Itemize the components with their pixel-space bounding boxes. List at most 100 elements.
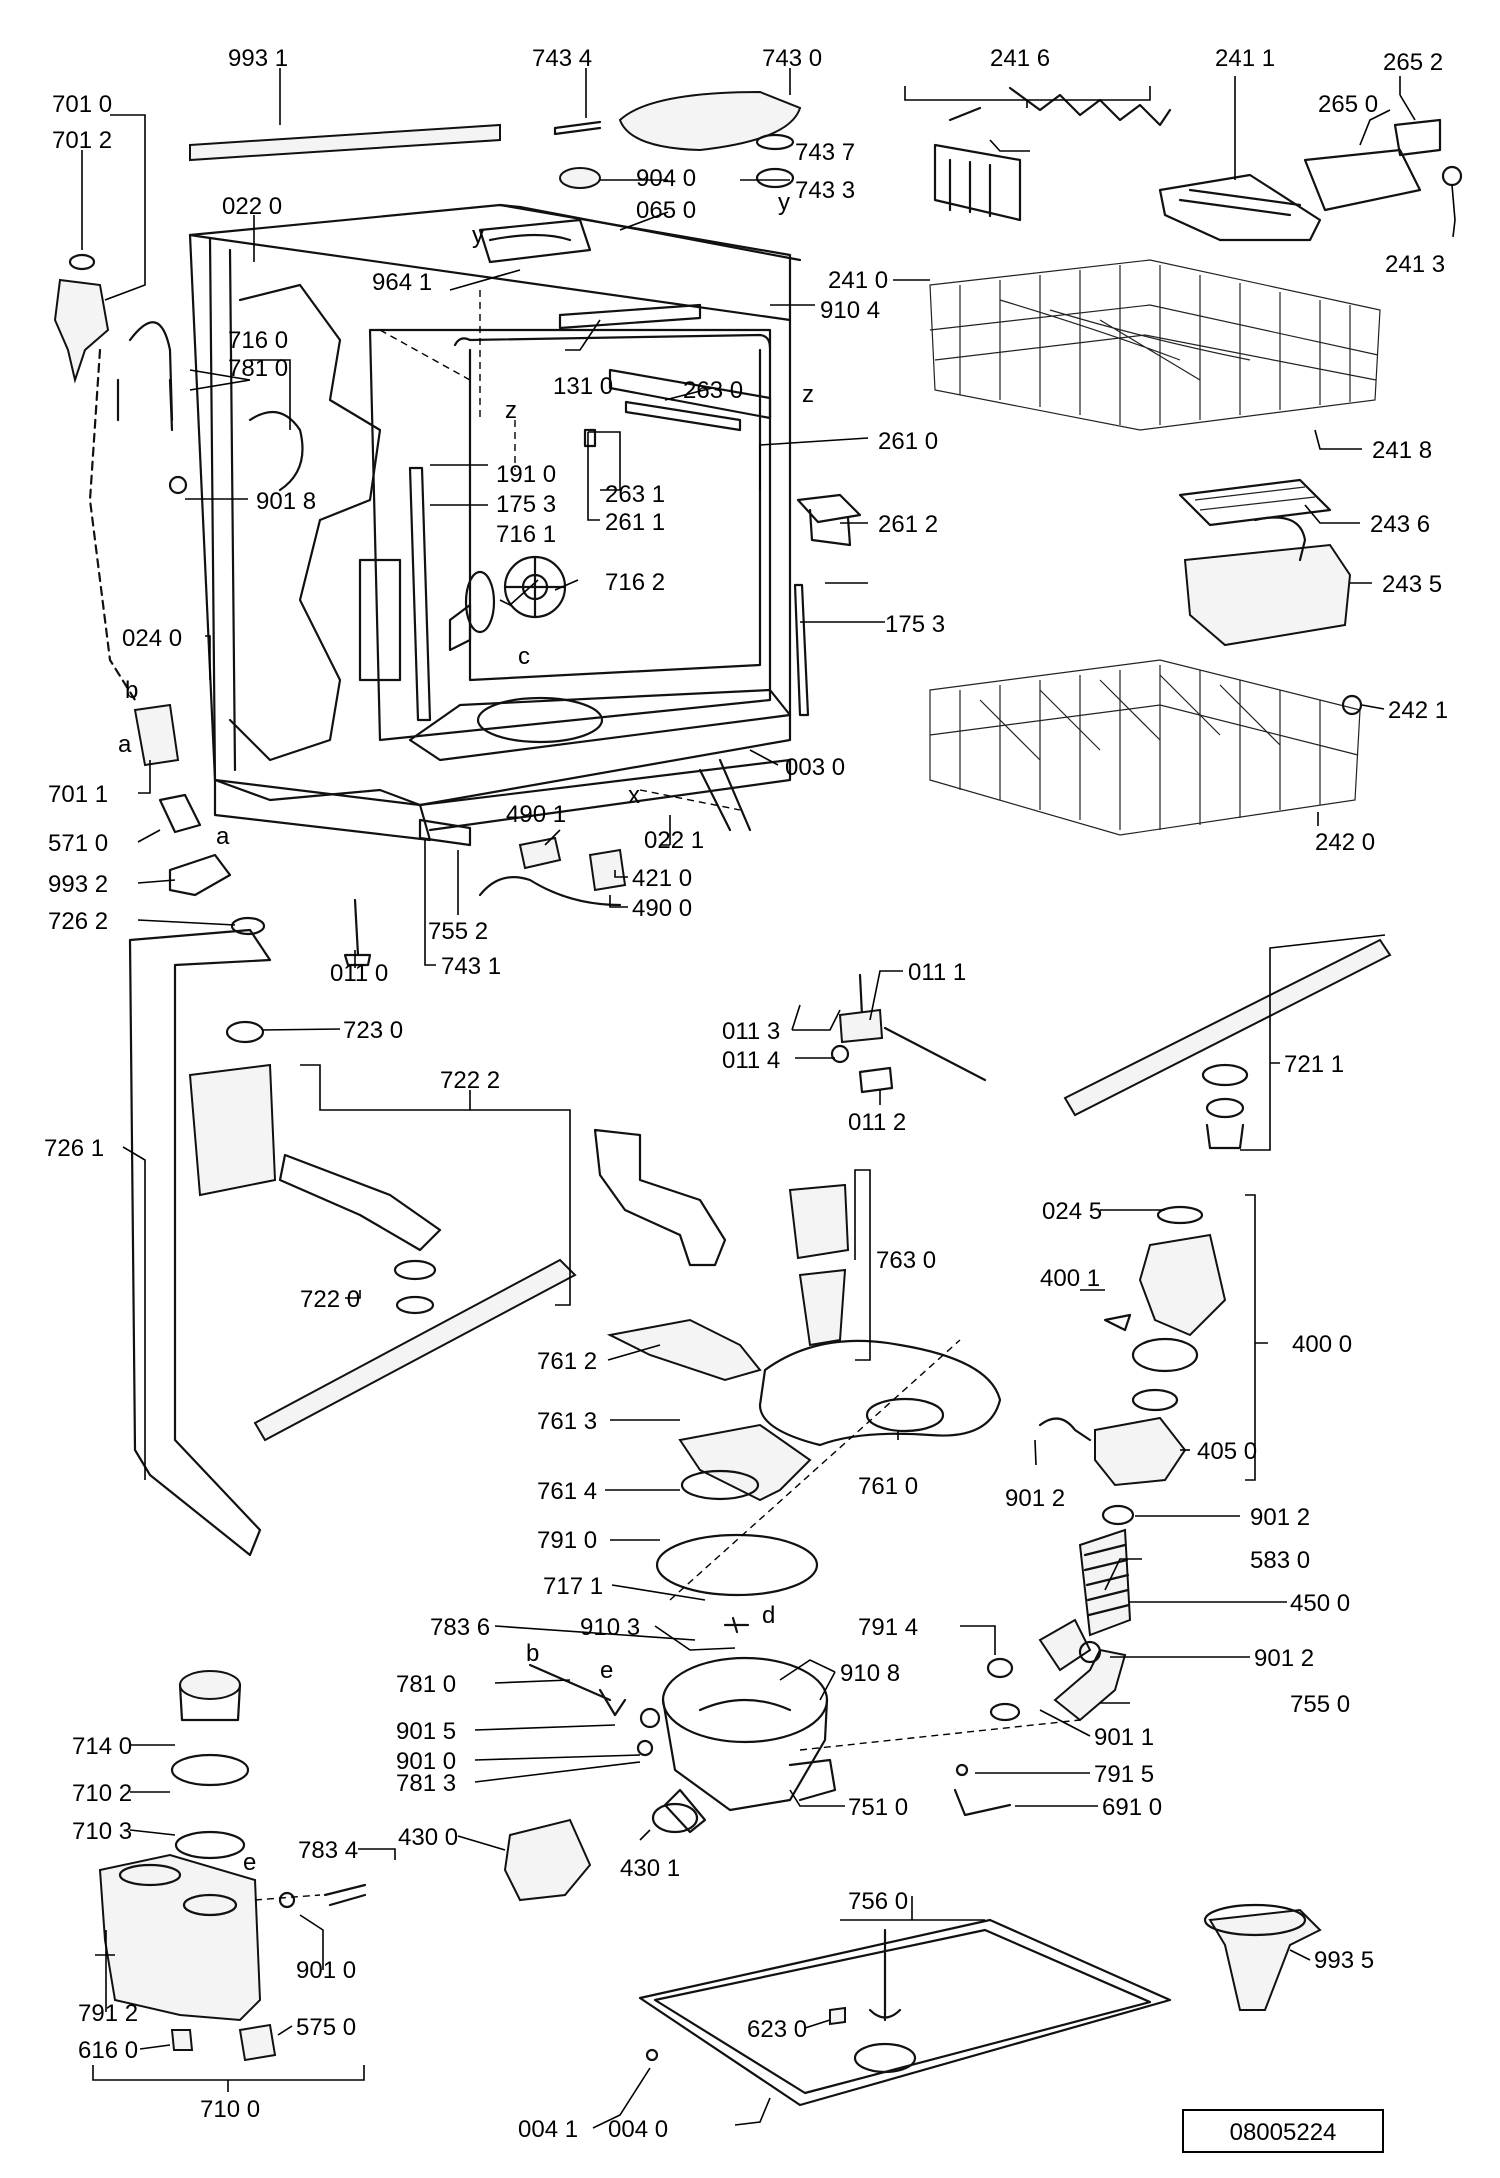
callout-783-4: 783 4: [298, 1837, 358, 1864]
view-letter-z: z: [505, 397, 517, 424]
o-ring-part: [955, 1763, 969, 1777]
callout-717-1: 717 1: [543, 1573, 603, 1600]
spray-arm-ring-part: [1205, 1097, 1245, 1119]
callout-743-4: 743 4: [532, 45, 592, 72]
heater-pin-part: [528, 1663, 627, 1717]
seal-disc-part: [680, 1469, 760, 1501]
callout-261-0: 261 0: [878, 428, 938, 455]
cutlery-handle-part: [1253, 516, 1307, 562]
callout-011-0: 011 0: [330, 960, 388, 987]
callout-781-0-bottom: 781 0: [396, 1671, 456, 1698]
callout-421-0: 421 0: [632, 865, 692, 892]
callout-901-2-c: 901 2: [1254, 1645, 1314, 1672]
softener-ring-small-part: [278, 1891, 296, 1909]
seal-ring-part: [230, 916, 266, 936]
callout-755-0: 755 0: [1290, 1691, 1350, 1718]
return-pipe-part: [593, 1128, 727, 1267]
rail-hooks-part: [948, 158, 992, 218]
callout-011-4: 011 4: [722, 1047, 780, 1074]
base-plate-inner: [653, 1928, 1152, 2095]
pin-part: [553, 120, 602, 136]
small-spring-part: [636, 1739, 654, 1757]
callout-241-6: 241 6: [990, 45, 1050, 72]
callout-763-0: 763 0: [876, 1247, 936, 1274]
callout-791-4: 791 4: [858, 1614, 918, 1641]
cup-tray-ribs: [1178, 188, 1302, 217]
base-screw-part: [645, 2048, 659, 2062]
foot-plate-part: [858, 1066, 894, 1094]
view-letter-y: y: [778, 189, 790, 216]
sensor-part: [953, 1788, 1012, 1817]
callout-910-4: 910 4: [820, 297, 880, 324]
callout-022-0: 022 0: [222, 193, 282, 220]
float-switch-part: [829, 2006, 846, 2026]
callout-400-1: 400 1: [1040, 1265, 1100, 1292]
tub-cabinet-frame: [188, 203, 862, 842]
callout-400-0: 400 0: [1292, 1331, 1352, 1358]
salt-inlet: [118, 1863, 182, 1887]
callout-242-0: 242 0: [1315, 829, 1375, 856]
spray-arm-hub-part: [1205, 1123, 1245, 1150]
base-plate-part: [638, 1918, 1172, 2107]
view-letter-d: d: [762, 1602, 775, 1629]
callout-910-3: 910 3: [580, 1614, 640, 1641]
callout-571-0: 571 0: [48, 830, 108, 857]
callout-901-0-top: 901 0: [396, 1748, 456, 1775]
drain-pump-part: [503, 1818, 592, 1902]
valve-cap-part: [68, 253, 96, 271]
callout-701-0: 701 0: [52, 91, 112, 118]
callout-901-2-a: 901 2: [1005, 1485, 1065, 1512]
softener-gasket-part: [174, 1830, 246, 1860]
callout-430-0: 430 0: [398, 1824, 458, 1851]
salt-outlet: [182, 1893, 238, 1917]
filter-plate-hole: [865, 1397, 945, 1433]
hinge-plate-part: [1393, 118, 1442, 157]
hose-ring-b-part: [989, 1702, 1021, 1722]
callout-964-1: 964 1: [372, 269, 432, 296]
callout-011-3: 011 3: [722, 1018, 780, 1045]
foot-wheel-part: [830, 1044, 850, 1064]
elbow-hose-part: [1038, 1618, 1092, 1672]
sump-gasket-part: [655, 1533, 819, 1597]
bracket-part: [418, 818, 472, 847]
callout-761-3: 761 3: [537, 1408, 597, 1435]
callout-743-3: 743 3: [795, 177, 855, 204]
callout-901-1: 901 1: [1094, 1724, 1154, 1751]
callout-726-1: 726 1: [44, 1135, 104, 1162]
callout-616-0: 616 0: [78, 2037, 138, 2064]
callout-791-2: 791 2: [78, 2000, 138, 2027]
upper-basket: [929, 259, 1381, 431]
hose-ribs: [1083, 1543, 1131, 1617]
filter-cylinder-part: [788, 1183, 850, 1260]
callout-265-2: 265 2: [1383, 49, 1443, 76]
callout-691-0: 691 0: [1102, 1794, 1162, 1821]
ring-clip-part: [755, 167, 795, 189]
callout-405-0: 405 0: [1197, 1438, 1257, 1465]
callout-003-0: 003 0: [785, 754, 845, 781]
callout-labels: 993 1 743 4 743 0 241 6 241 1 265 2 265 …: [44, 45, 1448, 2143]
callout-721-1: 721 1: [1284, 1051, 1344, 1078]
callout-761-2: 761 2: [537, 1348, 597, 1375]
callout-722-0: 722 0: [300, 1286, 360, 1313]
pump-washer-part: [1156, 1205, 1204, 1225]
callout-716-1: 716 1: [496, 521, 556, 548]
callout-263-0: 263 0: [683, 377, 743, 404]
callout-743-1: 743 1: [441, 953, 501, 980]
softener-ring-part: [170, 1753, 250, 1787]
callout-904-0: 904 0: [636, 165, 696, 192]
callout-261-1: 261 1: [605, 509, 665, 536]
callout-243-6: 243 6: [1370, 511, 1430, 538]
callout-901-5: 901 5: [396, 1718, 456, 1745]
drawing-code: 08005224: [1230, 2119, 1337, 2146]
callout-575-0: 575 0: [296, 2014, 356, 2041]
callout-263-1: 263 1: [605, 481, 665, 508]
lower-basket: [929, 659, 1361, 836]
cutlery-cover-grid: [1194, 486, 1316, 511]
view-letter-a: a: [118, 731, 132, 758]
fine-filter-part: [798, 1268, 847, 1347]
nut-part: [225, 1020, 265, 1044]
callout-175-3-outer: 175 3: [885, 611, 945, 638]
callout-243-5: 243 5: [1382, 571, 1442, 598]
callout-743-7: 743 7: [795, 139, 855, 166]
softener-cap-part: [179, 1670, 241, 1700]
